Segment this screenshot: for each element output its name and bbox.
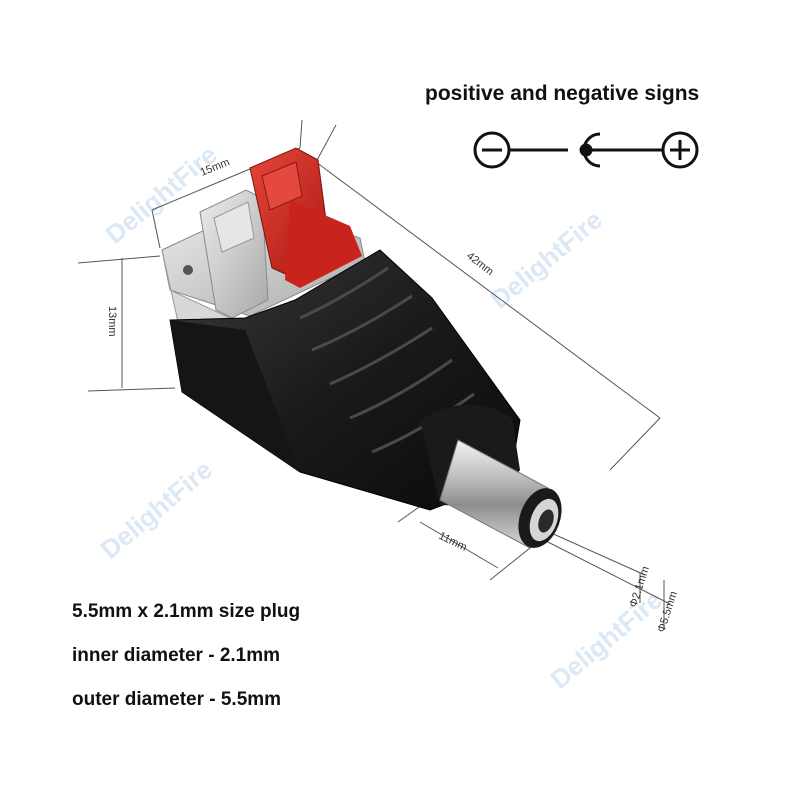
- negative-sign-icon: [473, 131, 511, 169]
- polarity-heading: positive and negative signs: [425, 82, 700, 105]
- center-contact-icon: [579, 132, 601, 168]
- length-label: 42mm: [464, 250, 495, 278]
- watermark-text: DelightFire: [545, 584, 668, 694]
- spec-outer-diameter: outer diameter - 5.5mm: [72, 689, 282, 710]
- watermark-text: DelightFire: [485, 204, 608, 314]
- wire-hole: [183, 265, 193, 275]
- spec-inner-diameter: inner diameter - 2.1mm: [72, 645, 281, 666]
- positive-sign-icon: [661, 131, 699, 169]
- watermark-text: DelightFire: [95, 454, 218, 564]
- polarity-symbol: [473, 131, 699, 169]
- dc-plug-connector: [161, 147, 562, 549]
- spec-plug-size: 5.5mm x 2.1mm size plug: [72, 601, 301, 622]
- height-label: 13mm: [106, 306, 118, 337]
- pin-length-label: 11mm: [437, 530, 469, 554]
